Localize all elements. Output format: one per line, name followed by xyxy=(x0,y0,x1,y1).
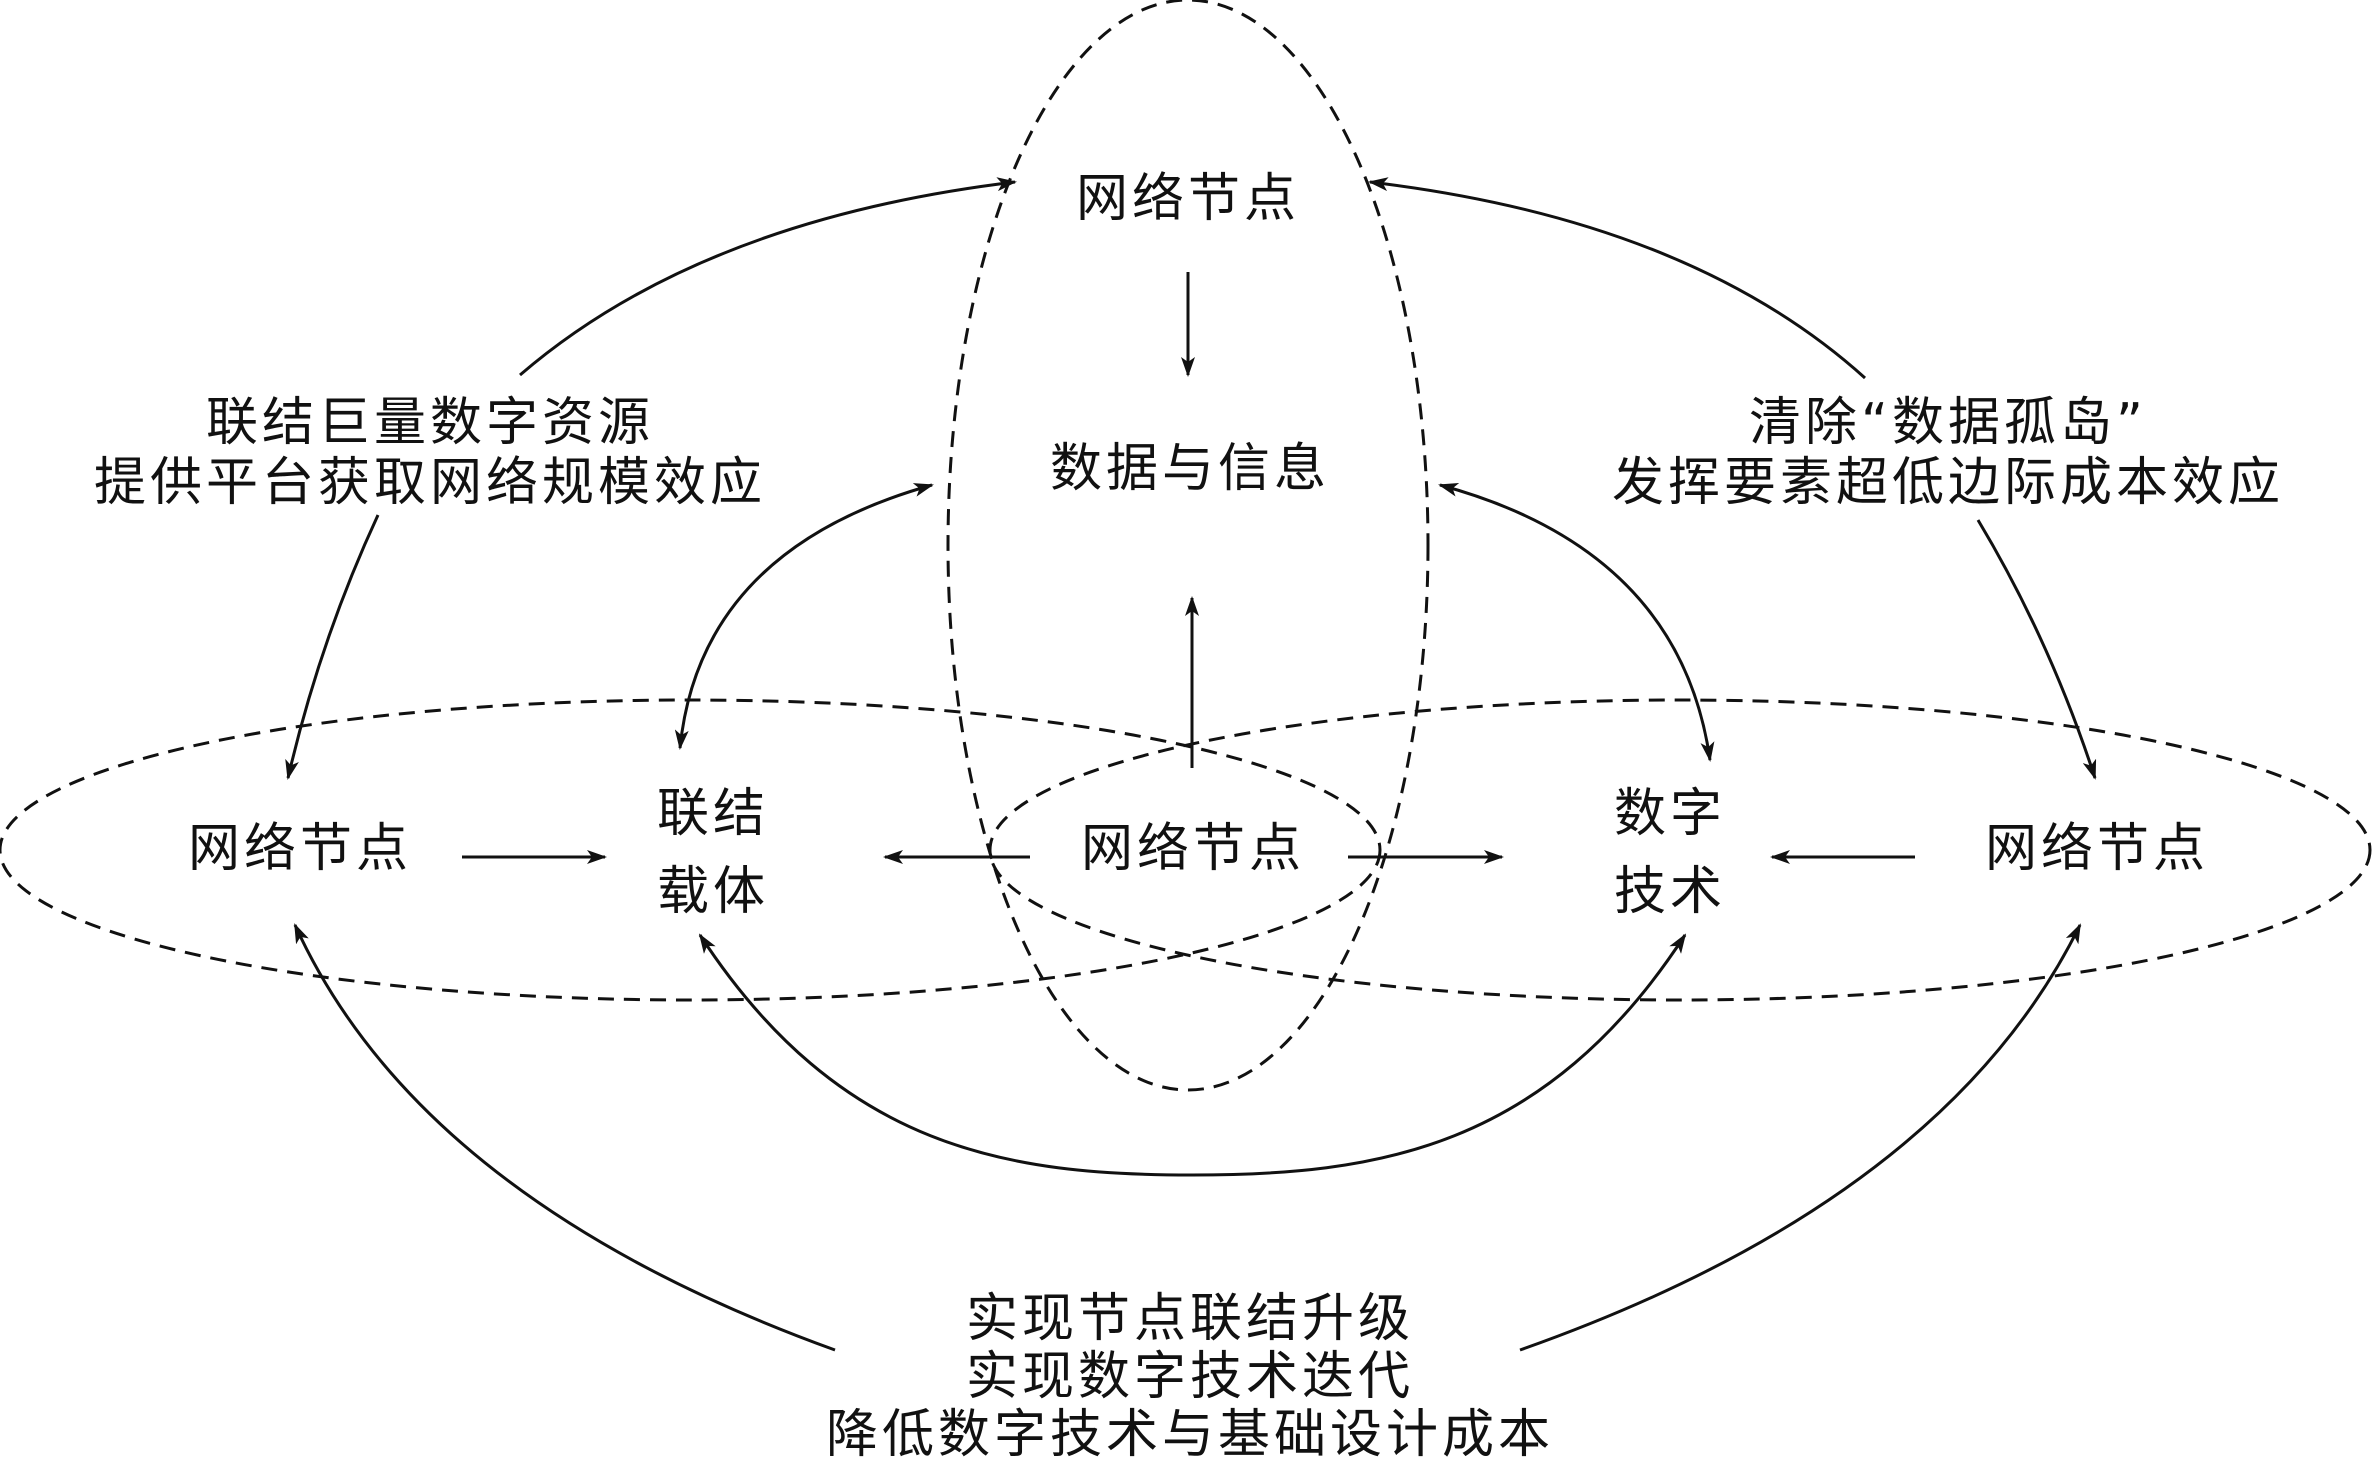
left-node-label: 网络节点 xyxy=(187,819,412,879)
right-annotation: 清除“数据孤岛” 发挥要素超低边际成本效应 xyxy=(1548,393,2348,513)
left-annotation-line-2: 提供平台获取网络规模效应 xyxy=(93,453,766,513)
link-carrier-line-1: 联结 xyxy=(656,784,769,844)
arrow-data-carrier-bidirectional xyxy=(674,483,934,750)
arrow-carrier-tech-bidirectional xyxy=(698,933,1687,1177)
right-annotation-line-1: 清除“数据孤岛” xyxy=(1749,393,2147,453)
digital-tech-line-1: 数字 xyxy=(1613,784,1726,844)
arrow-bottom-ann-to-right-node xyxy=(1519,923,2082,1352)
arrow-left-ann-to-left-node xyxy=(285,514,380,780)
bottom-annotation-line-1: 实现节点联结升级 xyxy=(965,1289,1414,1349)
link-carrier-label: 联结 载体 xyxy=(628,775,798,931)
center-node-label: 网络节点 xyxy=(1080,819,1305,879)
arrow-right-ann-to-top-node xyxy=(1368,177,1867,380)
digital-tech-line-2: 技术 xyxy=(1613,862,1726,922)
right-annotation-line-2: 发挥要素超低边际成本效应 xyxy=(1611,453,2284,513)
bottom-annotation-line-3: 降低数字技术与基础设计成本 xyxy=(825,1405,1554,1465)
arrow-right-ann-to-right-node xyxy=(1976,519,2097,780)
data-info-label: 数据与信息 xyxy=(1049,439,1330,499)
link-carrier-line-2: 载体 xyxy=(656,862,769,922)
left-annotation-line-1: 联结巨量数字资源 xyxy=(205,393,654,453)
arrow-data-tech-bidirectional xyxy=(1438,482,1715,762)
vertical-dashed-ellipse xyxy=(946,0,1430,1092)
arrow-left-ann-to-top-node xyxy=(519,177,1017,377)
bottom-annotation-line-2: 实现数字技术迭代 xyxy=(965,1347,1414,1407)
top-node-label: 网络节点 xyxy=(1075,169,1300,229)
left-annotation: 联结巨量数字资源 提供平台获取网络规模效应 xyxy=(30,393,830,513)
right-node-label: 网络节点 xyxy=(1984,819,2209,879)
arrow-bottom-ann-to-left-node xyxy=(293,923,836,1352)
bottom-annotation: 实现节点联结升级 实现数字技术迭代 降低数字技术与基础设计成本 xyxy=(710,1290,1670,1464)
digital-tech-label: 数字 技术 xyxy=(1585,775,1755,931)
